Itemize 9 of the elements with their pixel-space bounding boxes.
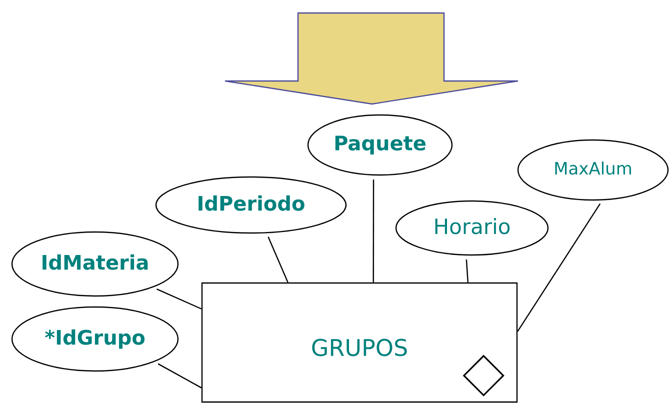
diamond [462,354,504,396]
connector-line [268,236,288,283]
connector-line [158,363,202,388]
connector-line [466,259,469,282]
connector-line [156,288,202,310]
entity-box [201,282,518,403]
connector-line [372,179,374,282]
entity-name: GRUPOS [312,338,407,356]
connector-line [517,203,601,332]
